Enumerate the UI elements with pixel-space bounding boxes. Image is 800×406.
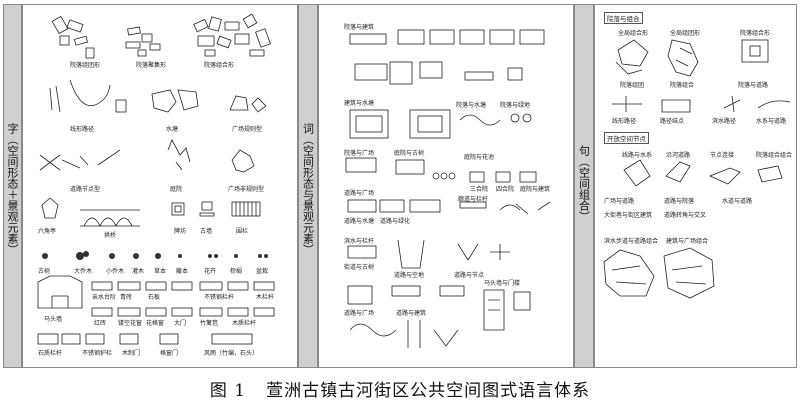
panel-ju bbox=[594, 4, 797, 368]
zi-label: 草本 bbox=[154, 268, 167, 275]
ju-box-title: 院落与组合 bbox=[604, 12, 643, 24]
zi-label: 古墙 bbox=[200, 228, 213, 235]
ci-label: 道路与建筑 bbox=[396, 310, 427, 317]
ci-label: 道路与节点 bbox=[454, 272, 485, 279]
ci-label: 道路与广场 bbox=[344, 310, 375, 317]
ci-label: 院落与水塘 bbox=[456, 102, 487, 109]
strip-ju: 句（空间组合） bbox=[574, 4, 594, 368]
zi-label: 广场规则型 bbox=[232, 126, 263, 133]
zi-label: 格窗门 bbox=[160, 350, 179, 357]
ju-label: 滨水路径 bbox=[712, 118, 737, 125]
ci-label: 道路与绿化 bbox=[380, 218, 411, 225]
ju-label: 院落组合形 bbox=[740, 30, 771, 37]
ci-label: 建筑与水塘 bbox=[344, 100, 375, 107]
ju-label: 滨水步道与道路组合 bbox=[604, 238, 659, 245]
zi-label: 古树 bbox=[38, 268, 51, 275]
ju-box-title: 开放空间节点 bbox=[604, 132, 649, 144]
figure-title: 萱洲古镇古河街区公共空间图式语言体系 bbox=[266, 381, 591, 401]
ju-label: 大街巷与街区建筑 bbox=[604, 212, 653, 219]
ju-label: 水系与道路 bbox=[756, 118, 787, 125]
zi-label: 盆栽 bbox=[256, 268, 269, 275]
strip-zi: 字（空间形态＋景观元素） bbox=[3, 4, 22, 368]
strip-ci: 词（空间形态与景观元素） bbox=[298, 4, 318, 368]
ci-label: 院落与广场 bbox=[344, 150, 375, 157]
ju-label: 院落组合组合 bbox=[756, 152, 793, 159]
ju-label: 水道与道路 bbox=[722, 198, 753, 205]
ci-label: 街道与古树 bbox=[344, 264, 375, 271]
ju-label: 道路与院落 bbox=[664, 198, 695, 205]
zi-label: 小乔木 bbox=[106, 268, 125, 275]
zi-label: 青砖 bbox=[120, 294, 133, 301]
ju-label: 全局组团形 bbox=[670, 30, 701, 37]
ci-label: 三合院 bbox=[470, 186, 489, 193]
zi-label: 红砖 bbox=[94, 320, 107, 327]
ju-label: 院落组合 bbox=[670, 82, 695, 89]
zi-label: 木栏杆 bbox=[256, 294, 275, 301]
zi-label: 镂空花窗 bbox=[118, 320, 143, 327]
zi-label: 拱桥 bbox=[104, 232, 117, 239]
zi-label: 围栏 bbox=[236, 228, 249, 235]
ju-label: 线路与水系 bbox=[622, 152, 653, 159]
zi-label: 棕榈 bbox=[230, 268, 243, 275]
zi-label: 风雨（竹编，石头） bbox=[204, 350, 259, 357]
ju-label: 节点连接 bbox=[710, 152, 735, 159]
ju-label: 道路转角与交叉 bbox=[664, 212, 707, 219]
zi-label: 院落聚集形 bbox=[136, 62, 167, 69]
zi-label: 木质栏杆 bbox=[232, 320, 257, 327]
zi-label: 大乔木 bbox=[74, 268, 93, 275]
zi-label: 广场非规则型 bbox=[228, 186, 265, 193]
zi-label: 花卉 bbox=[204, 268, 217, 275]
zi-label: 院落组合形 bbox=[204, 62, 235, 69]
zi-label: 木制门 bbox=[122, 350, 141, 357]
strip-ci-label: 词（空间形态与景观元素） bbox=[301, 123, 315, 255]
zi-label: 马头墙 bbox=[44, 316, 63, 323]
ju-label: 院落与道路 bbox=[738, 82, 769, 89]
zi-label: 线形路径 bbox=[70, 126, 95, 133]
zi-label: 石质栏杆 bbox=[38, 350, 63, 357]
ju-label: 路径结点 bbox=[660, 118, 685, 125]
zi-label: 灌木 bbox=[132, 268, 145, 275]
ci-label: 道路与广场 bbox=[344, 190, 375, 197]
ci-label: 院落与建筑 bbox=[344, 24, 375, 31]
zi-label: 六角亭 bbox=[38, 228, 57, 235]
ci-label: 道路与水塘 bbox=[344, 218, 375, 225]
ci-label: 滨水与栏杆 bbox=[344, 238, 375, 245]
zi-label: 牌坊 bbox=[174, 228, 187, 235]
ju-label: 院落组团 bbox=[620, 82, 645, 89]
zi-label: 石板 bbox=[148, 294, 161, 301]
ci-label: 道路与空地 bbox=[394, 272, 425, 279]
zi-label: 不锈钢栏杆 bbox=[204, 294, 235, 301]
ci-label: 庭院与建筑 bbox=[520, 186, 551, 193]
ci-label: 四合院 bbox=[496, 186, 515, 193]
zi-label: 大门 bbox=[174, 320, 187, 327]
ju-label: 建筑与广场组合 bbox=[666, 238, 709, 245]
strip-ju-label: 句（空间组合） bbox=[577, 145, 591, 222]
ju-label: 广场与道路 bbox=[604, 198, 635, 205]
zi-label: 院落组团形 bbox=[70, 62, 101, 69]
zi-label: 不锈钢护栏 bbox=[82, 350, 113, 357]
figure-caption: 图 1 萱洲古镇古河街区公共空间图式语言体系 bbox=[0, 376, 800, 401]
ci-label: 庭院与古树 bbox=[394, 150, 425, 157]
zi-label: 亲水台阶 bbox=[92, 294, 117, 301]
ci-label: 院落与绿地 bbox=[500, 102, 531, 109]
ci-label: 马头墙与门楼 bbox=[484, 280, 521, 287]
figure-number: 图 1 bbox=[209, 381, 247, 401]
ci-label: 庭院与花池 bbox=[464, 154, 495, 161]
zi-label: 竹篱笆 bbox=[200, 320, 219, 327]
zi-label: 庭院 bbox=[170, 186, 183, 193]
zi-label: 藤本 bbox=[176, 268, 189, 275]
ju-label: 线形路径 bbox=[612, 118, 637, 125]
zi-label: 水塘 bbox=[166, 126, 179, 133]
figure: 字（空间形态＋景观元素） 词（空间形态与景观元素） 句（空间组合） bbox=[3, 4, 797, 368]
zi-label: 花格窗 bbox=[146, 320, 165, 327]
ju-label: 全局组合形 bbox=[618, 30, 649, 37]
ci-label: 廊道与栏杆 bbox=[458, 196, 489, 203]
strip-zi-label: 字（空间形态＋景观元素） bbox=[6, 123, 19, 255]
ju-label: 沿河道路 bbox=[666, 152, 691, 159]
zi-label: 道路节点型 bbox=[70, 186, 101, 193]
